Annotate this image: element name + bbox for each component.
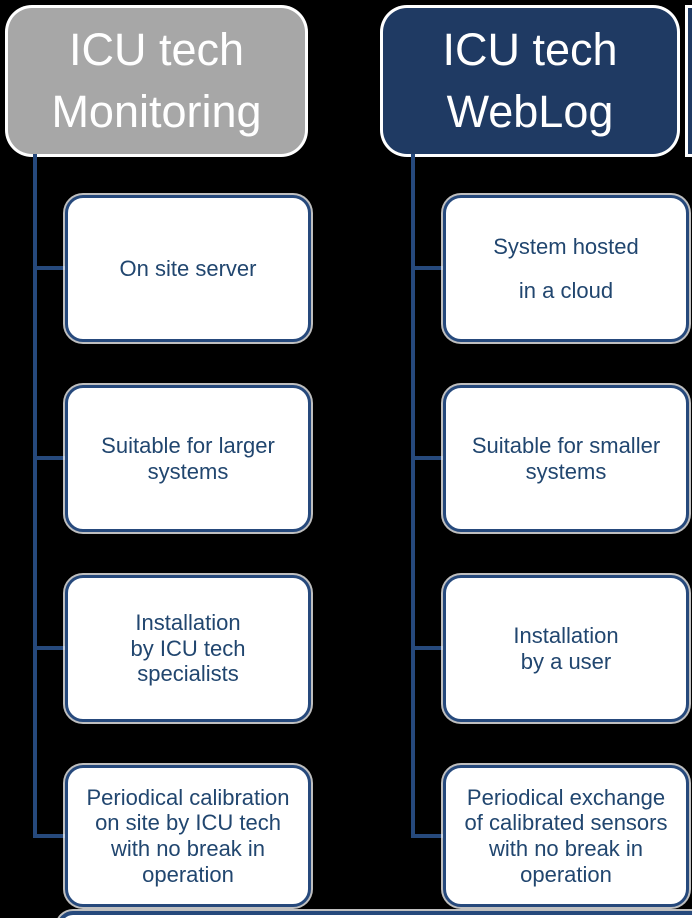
item-label: On site server xyxy=(119,255,257,281)
connector-stub xyxy=(33,456,67,460)
header-label: ICU tech Monitoring xyxy=(51,23,262,137)
item-label: Periodical exchange of calibrated sensor… xyxy=(464,784,668,887)
connector-vertical-right xyxy=(411,154,415,838)
header-icu-tech-weblog: ICU tech WebLog xyxy=(383,8,677,154)
item-box-smaller-systems: Suitable for smaller systems xyxy=(443,385,689,532)
connector-stub xyxy=(411,266,445,270)
item-box-cloud-hosted: System hosted in a cloud xyxy=(443,195,689,342)
cropped-box-bottom xyxy=(57,911,692,918)
connector-stub xyxy=(411,456,445,460)
connector-stub xyxy=(411,834,445,838)
item-label: Installation by ICU tech specialists xyxy=(130,610,246,687)
connector-stub xyxy=(411,646,445,650)
connector-vertical-left xyxy=(33,154,37,838)
item-label: Installation by a user xyxy=(513,622,619,674)
item-box-installation-specialists: Installation by ICU tech specialists xyxy=(65,575,311,722)
cropped-header-sliver xyxy=(688,8,692,154)
connector-stub xyxy=(33,834,67,838)
header-label: ICU tech WebLog xyxy=(442,23,618,137)
item-label: System hosted in a cloud xyxy=(493,233,639,303)
item-box-periodical-calibration: Periodical calibration on site by ICU te… xyxy=(65,765,311,907)
connector-stub xyxy=(33,646,67,650)
item-box-on-site-server: On site server xyxy=(65,195,311,342)
item-box-installation-user: Installation by a user xyxy=(443,575,689,722)
item-box-larger-systems: Suitable for larger systems xyxy=(65,385,311,532)
item-label: Suitable for larger systems xyxy=(101,432,275,484)
header-icu-tech-monitoring: ICU tech Monitoring xyxy=(8,8,305,154)
item-box-periodical-exchange: Periodical exchange of calibrated sensor… xyxy=(443,765,689,907)
connector-stub xyxy=(33,266,67,270)
item-label: Suitable for smaller systems xyxy=(471,432,661,484)
item-label: Periodical calibration on site by ICU te… xyxy=(86,784,290,887)
